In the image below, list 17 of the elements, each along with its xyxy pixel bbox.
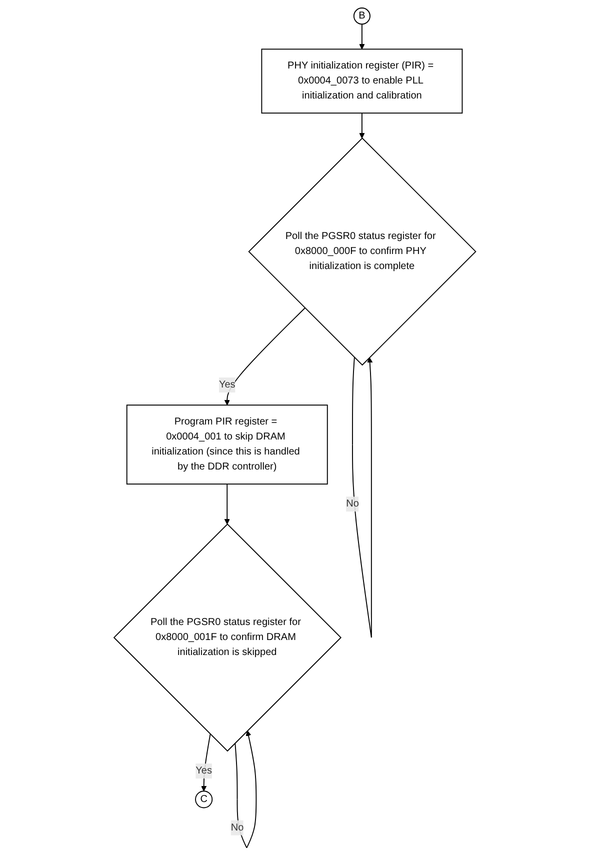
- edge-label: Yes: [218, 379, 235, 390]
- node-box: Program PIR register = 0x0004_001 to skip DRAM initialization (since this is handled by the DDR controller): [126, 404, 328, 485]
- arrow: [352, 357, 372, 638]
- arrow: [358, 24, 364, 50]
- edge-label: No: [346, 498, 359, 510]
- arrow: [224, 308, 306, 406]
- node-circle: B: [353, 8, 370, 25]
- node-diamond: Poll the PGSR0 status register for 0x8000_000F to confirm PHY initialization is complete: [248, 138, 476, 366]
- edge-label: Yes: [195, 765, 212, 776]
- node-diamond: Poll the PGSR0 status register for 0x8000_001F to confirm DRAM initialization is skipped: [113, 524, 342, 752]
- arrow: [200, 734, 210, 792]
- node-circle: C: [194, 790, 212, 808]
- arrow: [224, 484, 230, 524]
- arrow: [234, 730, 256, 848]
- node-box: PHY initialization register (PIR) = 0x0004_0073 to enable PLL initialization and calibration: [260, 48, 462, 114]
- arrow: [358, 112, 364, 138]
- edge-label: No: [230, 822, 244, 833]
